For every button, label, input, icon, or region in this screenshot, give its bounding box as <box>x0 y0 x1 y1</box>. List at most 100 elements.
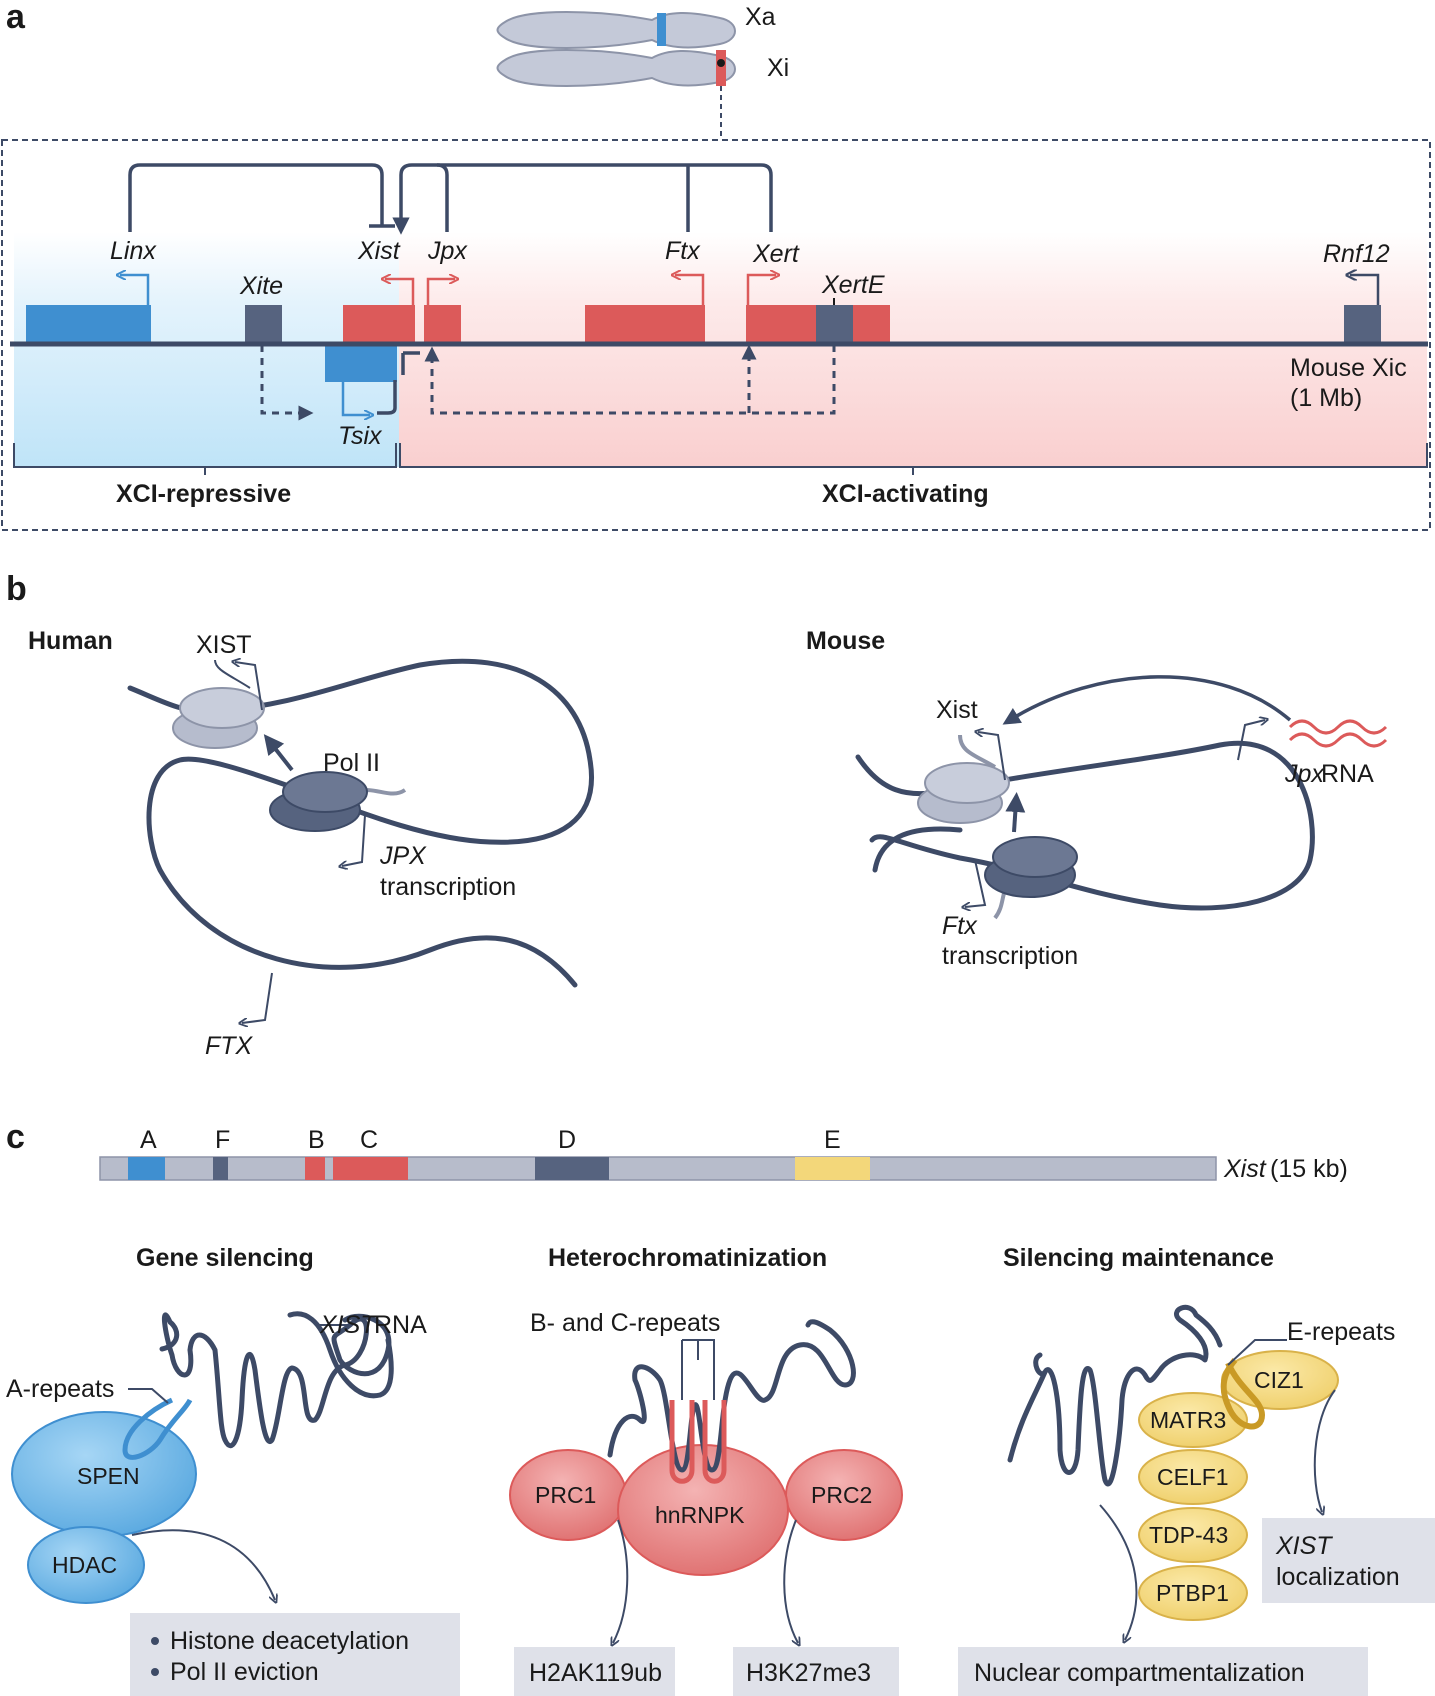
chromosome-xa <box>496 11 736 49</box>
human-ftx-label: FTX <box>205 1032 254 1060</box>
prc1-label: PRC1 <box>535 1482 596 1508</box>
a-repeats-label: A-repeats <box>6 1375 114 1403</box>
xist-size-label: (15 kb) <box>1270 1155 1348 1183</box>
ftx-label: Ftx <box>665 237 701 265</box>
panel-label-a: a <box>6 0 26 36</box>
human-pol2 <box>269 771 407 832</box>
locus-label: Mouse Xic <box>1290 354 1407 382</box>
jpx-rna-arrow <box>1002 675 1292 725</box>
xa-label: Xa <box>745 3 776 31</box>
a-repeats-leader <box>128 1388 169 1404</box>
jpx-rna <box>1288 719 1388 748</box>
bc-repeats-label: B- and C-repeats <box>530 1309 720 1337</box>
jpx-label: Jpx <box>427 237 468 265</box>
repeat-a-label: A <box>140 1126 157 1154</box>
pol2-label: Pol II <box>323 749 380 777</box>
xert-label: Xert <box>752 240 800 268</box>
chromosome-xi <box>496 49 736 87</box>
prc2-label: PRC2 <box>811 1482 872 1508</box>
gs-rna-label: RNA <box>374 1311 427 1339</box>
hdac-label: HDAC <box>52 1552 117 1578</box>
human-title: Human <box>28 627 113 655</box>
mouse-title: Mouse <box>806 627 885 655</box>
e-repeats-label: E-repeats <box>1287 1318 1395 1346</box>
locus-size-label: (1 Mb) <box>1290 384 1362 412</box>
celf1-protein <box>1138 1449 1248 1505</box>
ptbp1-protein <box>1138 1565 1248 1621</box>
h2a-label: H2AK119ub <box>529 1659 662 1687</box>
tdp43-protein <box>1138 1507 1248 1563</box>
human-xist-polymerase <box>172 659 265 749</box>
h3-label: H3K27me3 <box>746 1659 871 1687</box>
compartment-label: Nuclear compartmentalization <box>974 1659 1305 1687</box>
xerte-label: XertE <box>821 271 885 299</box>
mouse-transcription-label: transcription <box>942 942 1078 970</box>
activating-region <box>399 232 1427 467</box>
tss-arrows <box>120 275 1380 415</box>
xist-rna-2 <box>607 1319 856 1473</box>
hdac-protein <box>27 1526 145 1604</box>
repressive-label: XCI-repressive <box>116 480 291 508</box>
xist-rna-3 <box>1007 1304 1223 1487</box>
repeat-b-label: B <box>308 1126 325 1154</box>
gs-outcome-box <box>130 1613 460 1696</box>
mouse-xist-tss <box>978 732 1006 781</box>
region-brackets <box>13 443 1428 475</box>
human-xist-label: XIST <box>196 631 252 659</box>
activating-label: XCI-activating <box>822 480 989 508</box>
ptbp1-label: PTBP1 <box>1156 1580 1229 1606</box>
hnrnpk-label: hnRNPK <box>655 1502 745 1528</box>
repeat-f-label: F <box>215 1126 230 1154</box>
matr3-protein <box>1138 1392 1248 1448</box>
ms-localization-label: localization <box>1276 1563 1400 1591</box>
mouse-xist-label: Xist <box>936 696 978 724</box>
xist-label: Xist <box>357 237 401 265</box>
localization-box <box>1262 1518 1435 1603</box>
h2a-box <box>514 1647 675 1696</box>
xist-repeat-bar <box>99 1156 1217 1181</box>
xist-bar-label: Xist <box>1223 1155 1267 1183</box>
human-jpx-label: JPX <box>379 842 427 870</box>
gene-blocks <box>26 305 1381 382</box>
a-repeats <box>122 1397 193 1460</box>
gs-outcome-1: Histone deacetylation <box>170 1627 409 1655</box>
ftx-tss <box>242 972 273 1023</box>
panel-label-b: b <box>6 570 27 608</box>
ciz1-label: CIZ1 <box>1254 1367 1304 1393</box>
lower-regulation <box>260 344 836 421</box>
xist-rna-1-tail <box>287 1311 394 1399</box>
celf1-label: CELF1 <box>1157 1464 1229 1490</box>
hetero-title: Heterochromatinization <box>548 1244 827 1272</box>
compartment-box <box>958 1647 1368 1696</box>
gs-xist-label: XIST <box>319 1311 377 1339</box>
mouse-chromatin-upper <box>855 740 1315 911</box>
mouse-rna-label: RNA <box>1321 760 1374 788</box>
xic-frame <box>1 139 1431 531</box>
prc1-arrow <box>613 1519 629 1643</box>
matr3-label: MATR3 <box>1150 1407 1226 1433</box>
e-repeats-leader <box>1227 1339 1287 1366</box>
tdp43-label: TDP-43 <box>1149 1522 1228 1548</box>
compartment-arrow <box>1099 1504 1138 1640</box>
mouse-chromatin-lower <box>872 826 963 873</box>
human-transcription-label: transcription <box>380 873 516 901</box>
h3-box <box>733 1647 899 1696</box>
jpx-tss-mouse <box>1237 720 1265 761</box>
mouse-activation-arrow <box>1005 792 1026 833</box>
e-repeats <box>1220 1358 1266 1430</box>
ftx-tss-mouse <box>965 859 987 907</box>
jpx-tss <box>342 814 366 866</box>
mouse-xist-polymerase <box>917 734 1010 824</box>
rnf12-label: Rnf12 <box>1323 240 1390 268</box>
mouse-jpx-label: Jpx <box>1284 760 1325 788</box>
bc-repeats <box>669 1400 727 1484</box>
ms-xist-label: XIST <box>1275 1532 1333 1560</box>
repeat-d-label: D <box>558 1126 576 1154</box>
bc-repeats-leader <box>681 1339 715 1400</box>
human-xist-tss <box>235 662 263 711</box>
hdac-effect-arrow <box>131 1529 275 1600</box>
maintenance-title: Silencing maintenance <box>1003 1244 1274 1272</box>
spen-label: SPEN <box>77 1463 140 1489</box>
repeat-c-label: C <box>360 1126 378 1154</box>
